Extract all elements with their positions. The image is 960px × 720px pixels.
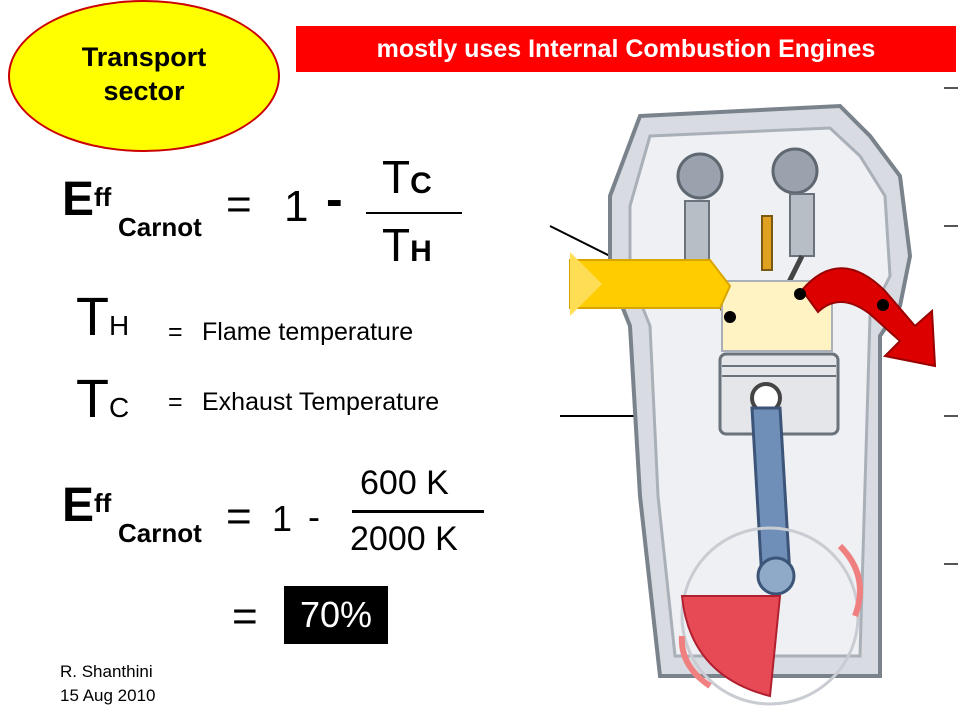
def-th-symbol: TH: [76, 286, 129, 348]
eq2-numerator: 600 K: [360, 464, 449, 502]
engine-cutaway-illustration: [549, 87, 958, 706]
def-th-sub: H: [109, 310, 130, 341]
crank-counterweight: [680, 595, 782, 698]
valve-spring-right: [789, 193, 815, 257]
def-th-t: T: [76, 287, 109, 347]
exhaust-port-dot: [877, 299, 889, 311]
crankpin: [756, 556, 796, 596]
eq1-ff: ff: [94, 182, 112, 212]
result-equals: =: [232, 592, 258, 641]
rotation-arrow-lower-icon: [678, 635, 712, 689]
title-banner: mostly uses Internal Combustion Engines: [296, 26, 956, 72]
eq1-fraction-line: [366, 212, 462, 214]
eq1-carnot: Carnot: [118, 212, 202, 242]
exhaust-flow-arrow: [800, 267, 937, 368]
eq1-minus: -: [326, 171, 343, 227]
eq1-num-sub: C: [410, 167, 432, 200]
def-th-text: Flame temperature: [202, 318, 414, 346]
footer-date: 15 Aug 2010: [60, 686, 156, 705]
intake-arrow-head-icon: [570, 252, 602, 316]
eq2-equals: =: [226, 492, 252, 541]
eq2-denominator: 2000 K: [350, 520, 458, 558]
eq2-minus: -: [308, 496, 320, 537]
footer-credit: R. Shanthini 15 Aug 2010: [60, 660, 155, 708]
eq2-ff: ff: [94, 488, 112, 518]
def-tc-sub: C: [109, 392, 130, 423]
def-tc-equals: =: [168, 388, 183, 416]
eq1-den-sub: H: [410, 235, 432, 268]
eq2-fraction-line: [352, 510, 484, 513]
transport-sector-oval: [8, 0, 280, 152]
transport-sector-label: Transport sector: [8, 40, 280, 108]
rotation-arrow-icon: [837, 543, 863, 618]
oval-line-2: sector: [103, 76, 185, 106]
eq1-numerator: TC: [382, 150, 432, 204]
result-value-box: 70%: [284, 586, 388, 644]
def-tc-t: T: [76, 369, 109, 429]
eq2-carnot: Carnot: [118, 518, 202, 548]
exhaust-valve-dot: [794, 288, 806, 300]
intake-valve-dot: [724, 311, 736, 323]
eq2-e: E: [62, 479, 95, 532]
eq2-one: 1: [272, 498, 293, 539]
eq1-e: E: [62, 173, 95, 226]
spark-plug: [761, 215, 773, 271]
footer-author: R. Shanthini: [60, 662, 153, 681]
camshaft-left: [676, 152, 724, 200]
eq1-equals: =: [226, 180, 252, 229]
eq1-num-t: T: [382, 151, 411, 203]
oval-line-1: Transport: [81, 42, 207, 72]
eq1-denominator: TH: [382, 218, 432, 272]
eq1-den-t: T: [382, 219, 411, 271]
def-th-equals: =: [168, 318, 183, 346]
def-tc-symbol: TC: [76, 368, 129, 430]
def-tc-text: Exhaust Temperature: [202, 388, 440, 416]
eq1-one: 1: [284, 182, 309, 231]
camshaft-right: [771, 147, 819, 195]
valve-spring-left: [684, 200, 710, 262]
